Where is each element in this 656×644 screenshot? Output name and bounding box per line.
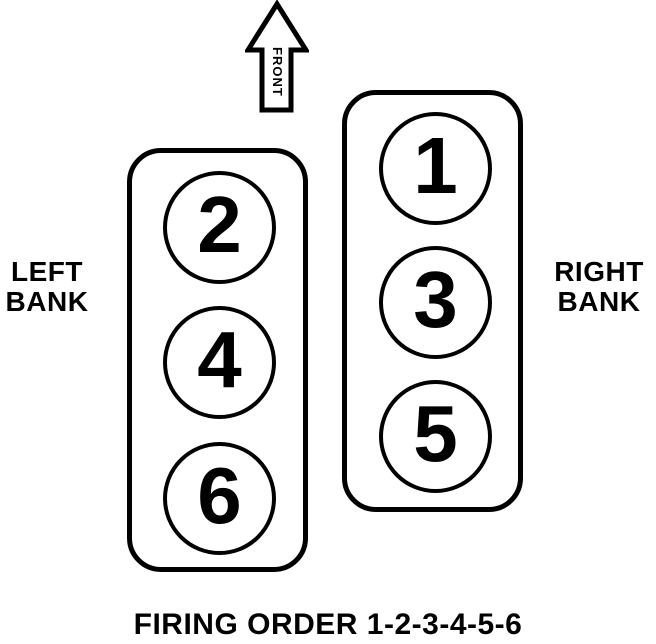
firing-order-caption: FIRING ORDER 1-2-3-4-5-6 <box>133 608 523 641</box>
cylinder-circle-2: 2 <box>163 171 276 284</box>
cylinder-circle-1: 1 <box>379 112 492 225</box>
right-bank-label-line1: RIGHT <box>554 256 644 287</box>
left-bank-outline: 2 4 6 <box>127 148 308 572</box>
front-arrow-icon <box>245 0 309 113</box>
left-bank-label-line2: BANK <box>5 286 89 317</box>
cylinder-circle-3: 3 <box>379 246 492 359</box>
left-bank-label: LEFT BANK <box>0 257 94 317</box>
right-bank-outline: 1 3 5 <box>342 90 523 512</box>
left-bank-label-line1: LEFT <box>11 256 83 287</box>
right-bank-label-line2: BANK <box>557 286 641 317</box>
right-bank-label: RIGHT BANK <box>550 257 648 317</box>
front-label: FRONT <box>270 47 285 97</box>
cylinder-circle-6: 6 <box>163 442 276 555</box>
cylinder-circle-5: 5 <box>379 380 492 493</box>
cylinder-circle-4: 4 <box>163 306 276 419</box>
